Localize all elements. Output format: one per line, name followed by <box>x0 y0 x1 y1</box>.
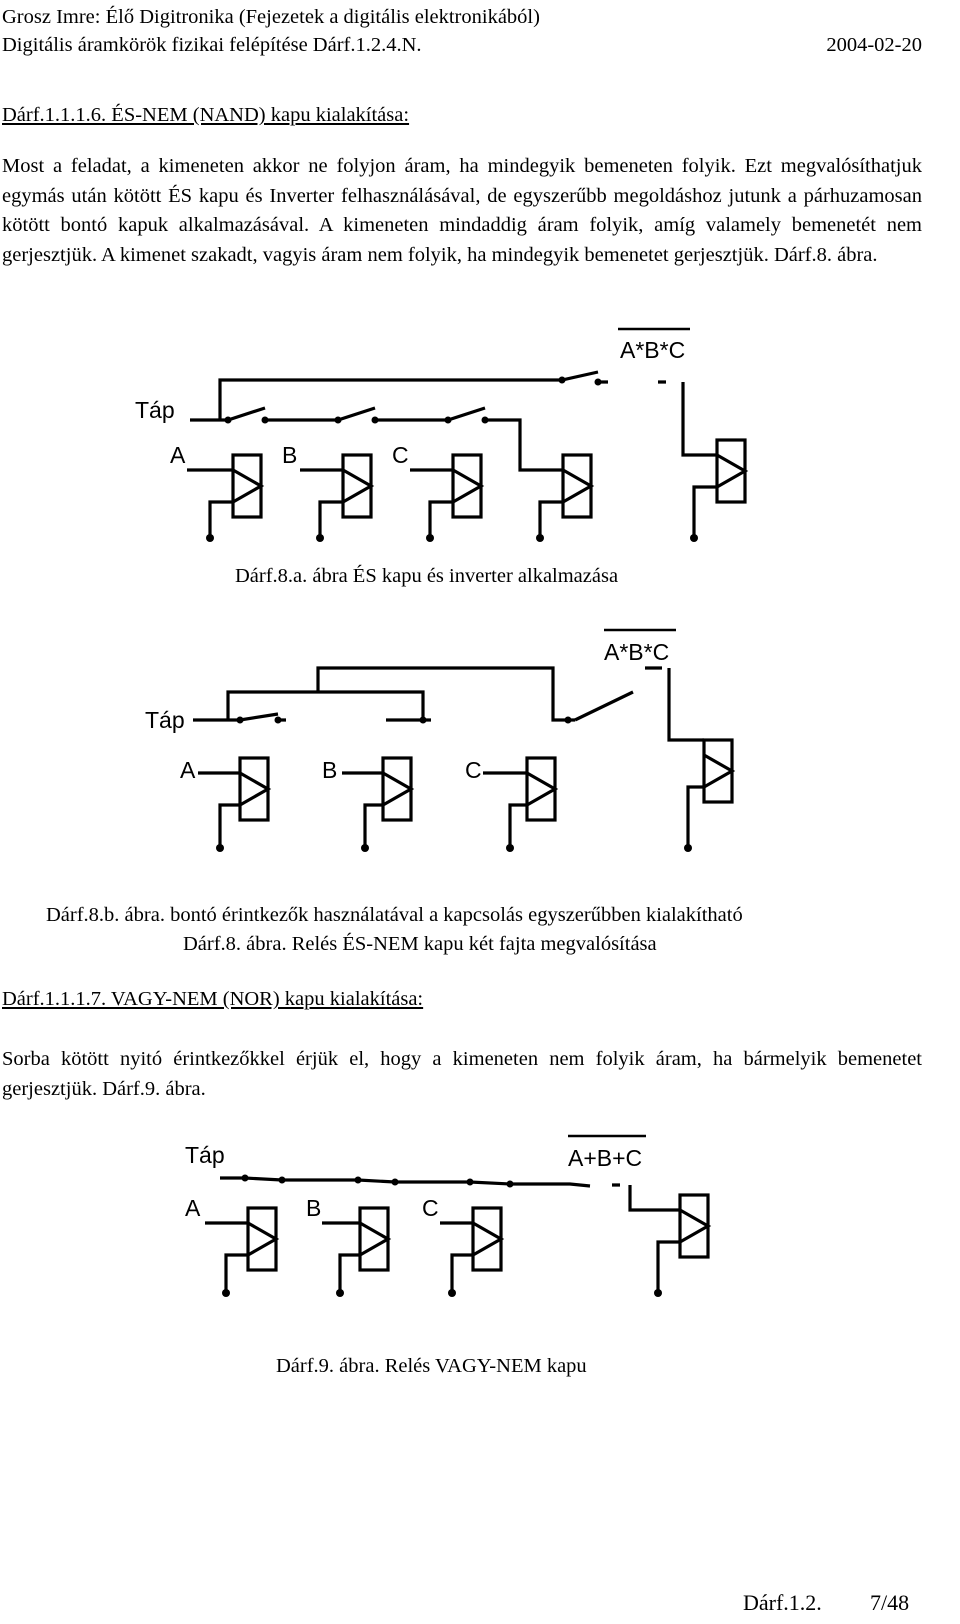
fig9-relay-3 <box>440 1206 505 1297</box>
fig9-output-label: A+B+C <box>568 1145 642 1171</box>
fig8a-supply-label: Táp <box>135 397 175 423</box>
fig9-supply-label: Táp <box>185 1142 225 1168</box>
fig8a-relay-4 <box>488 418 595 542</box>
fig9-input-c: C <box>422 1195 439 1221</box>
paragraph-nor: Sorba kötött nyitó érintkezőkkel érjük e… <box>2 1048 922 1100</box>
fig9-relay-1 <box>205 1206 280 1297</box>
fig8a-caption: Dárf.8.a. ábra ÉS kapu és inverter alkal… <box>235 565 619 587</box>
figure-8b-diagram: A*B*C Táp A B C <box>145 628 736 852</box>
fig8a-relay-3 <box>410 453 485 542</box>
fig9-relay-2 <box>322 1206 392 1297</box>
fig8b-relay-4 <box>684 738 736 852</box>
fig8a-relay-2 <box>300 453 375 542</box>
footer-page-number: 7/48 <box>870 1590 910 1615</box>
section-heading-nor: Dárf.1.1.1.7. VAGY-NEM (NOR) kapu kialak… <box>2 988 424 1010</box>
fig8a-input-b: B <box>282 442 297 468</box>
fig8b-input-c: C <box>465 757 482 783</box>
fig9-input-a: A <box>185 1195 201 1221</box>
header-subtitle: Digitális áramkörök fizikai felépítése D… <box>2 34 422 56</box>
header-title: Grosz Imre: Élő Digitronika (Fejezetek a… <box>2 6 540 28</box>
fig8-caption: Dárf.8. ábra. Relés ÉS-NEM kapu két fajt… <box>183 933 657 955</box>
fig8b-relay-2 <box>342 756 415 852</box>
footer-section: Dárf.1.2. <box>743 1590 822 1615</box>
fig8a-input-a: A <box>170 442 186 468</box>
fig8a-input-c: C <box>392 442 409 468</box>
fig8a-relay-1 <box>187 453 265 542</box>
fig8a-relay-5 <box>690 438 749 542</box>
fig8b-input-a: A <box>180 757 196 783</box>
fig8b-relay-3 <box>483 756 559 852</box>
fig8b-supply-label: Táp <box>145 707 185 733</box>
fig9-input-b: B <box>306 1195 321 1221</box>
paragraph-nand: Most a feladat, a kimeneten akkor ne fol… <box>2 155 922 266</box>
fig9-relay-4 <box>654 1193 712 1297</box>
fig8b-caption: Dárf.8.b. ábra. bontó érintkezők használ… <box>46 904 743 926</box>
header-date: 2004-02-20 <box>826 34 922 56</box>
figure-9-diagram: Táp A+B+C A B C <box>185 1134 712 1297</box>
fig9-caption: Dárf.9. ábra. Relés VAGY-NEM kapu <box>276 1355 587 1377</box>
fig8a-output-label: A*B*C <box>620 337 685 363</box>
fig8b-relay-1 <box>198 756 272 852</box>
fig8b-output-label: A*B*C <box>604 639 669 665</box>
fig8b-input-b: B <box>322 757 337 783</box>
figure-8a-diagram: A*B*C Táp A B C <box>135 327 749 542</box>
section-heading-nand: Dárf.1.1.1.6. ÉS-NEM (NAND) kapu kialakí… <box>2 104 410 126</box>
